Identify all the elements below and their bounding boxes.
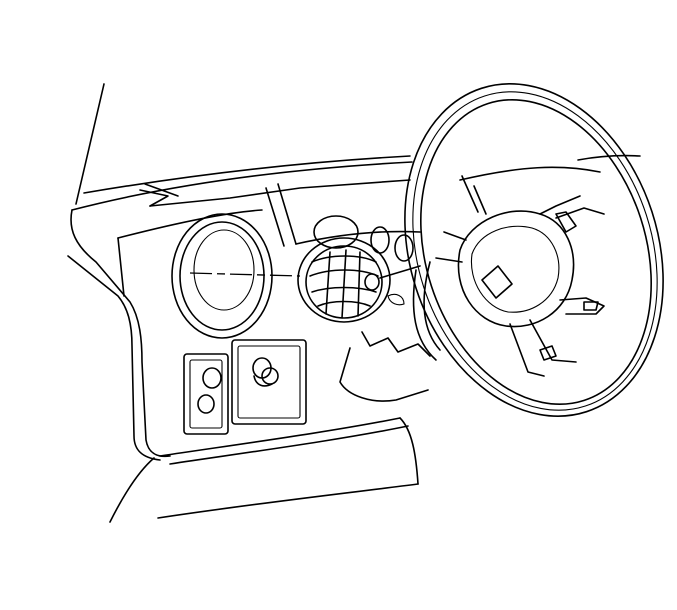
center-air-outlet — [297, 237, 421, 323]
alignment-centerline — [189, 272, 301, 277]
cluster-hood — [265, 183, 421, 247]
dash-top — [71, 154, 641, 211]
lower-dash — [157, 331, 431, 519]
left-switch-panel — [183, 339, 307, 435]
left-vent-bezel — [171, 213, 273, 339]
windshield-pillar-line — [75, 83, 105, 205]
steering-wheel — [404, 83, 664, 417]
right-dash — [459, 166, 601, 215]
steering-column — [412, 261, 441, 361]
left-panel-outline — [67, 209, 263, 523]
